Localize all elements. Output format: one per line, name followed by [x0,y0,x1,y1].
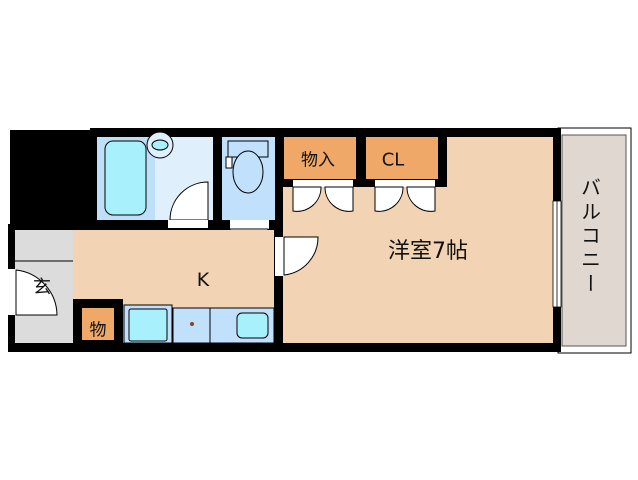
small-storage-label: 物 [89,320,107,341]
entrance-door[interactable] [15,269,58,316]
kitchen-counter [123,304,275,344]
closet [366,137,438,179]
balcony-label: バルコニー [577,177,602,297]
room-door[interactable] [283,236,319,276]
western-room-label: 洋室7帖 [388,239,468,264]
storage-large [284,137,356,179]
small-storage [82,308,114,340]
closet-doors[interactable] [292,180,436,212]
toilet [232,150,264,194]
storage-large-label: 物入 [301,150,335,171]
kitchen-label: K [196,269,210,291]
entrance-label: 玄 [33,277,51,298]
balcony-window[interactable] [552,200,562,308]
balcony [557,127,632,354]
bathtub [104,140,147,216]
closet-label: CL [381,149,405,171]
bathroom [97,131,213,228]
